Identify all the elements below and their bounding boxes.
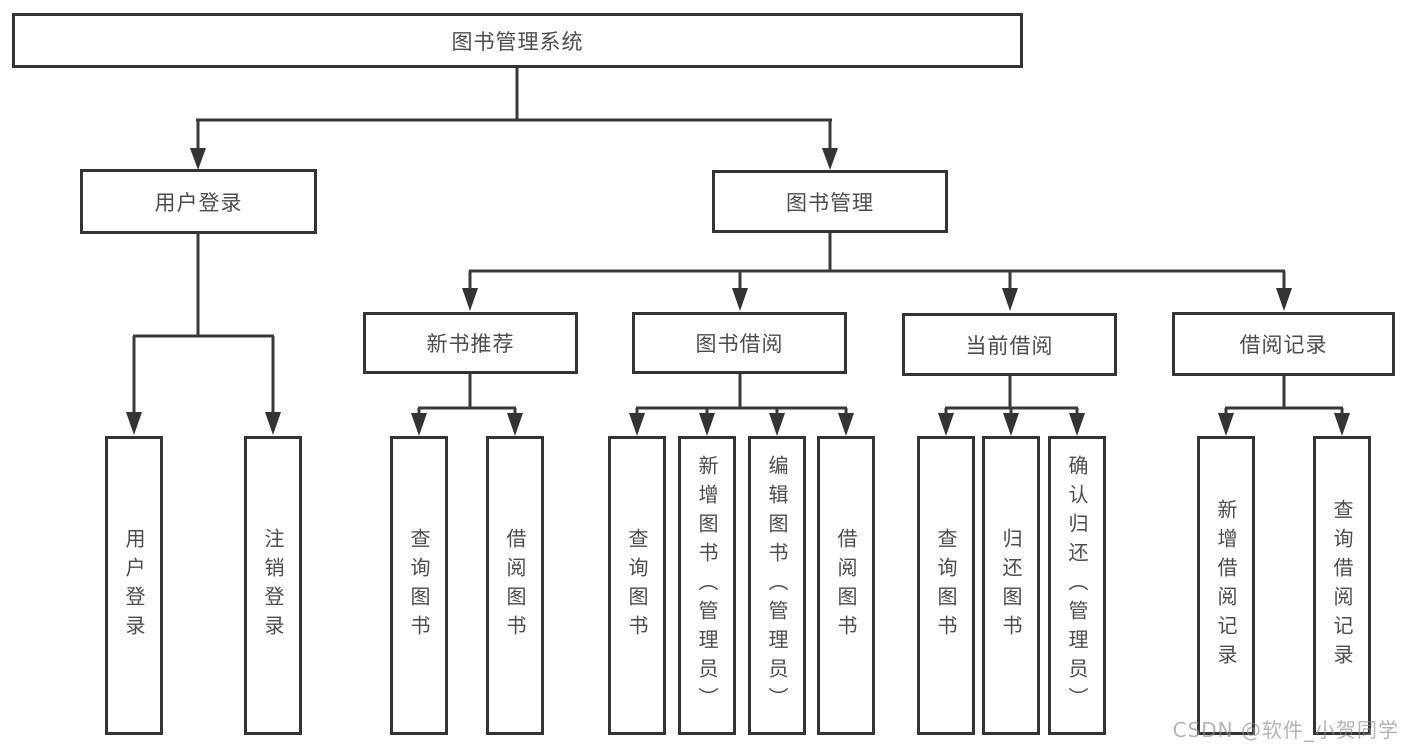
node-leaf-logout: 注销登录 — [244, 436, 302, 735]
connector-current-borrow-children — [938, 376, 1085, 436]
node-leaf-rec-query-books: 查询图书 — [390, 436, 448, 735]
node-book-mgmt: 图书管理 — [712, 170, 948, 233]
node-leaf-br-query-record: 查询借阅记录 — [1313, 436, 1371, 735]
node-current-borrow: 当前借阅 — [902, 313, 1117, 376]
node-leaf-bb-query-books: 查询图书 — [608, 436, 666, 735]
node-user-login: 用户登录 — [80, 169, 317, 234]
node-leaf-user-login: 用户登录 — [105, 436, 163, 735]
connector-root-to-level2 — [190, 68, 838, 170]
connector-book-mgmt-children — [462, 232, 1292, 311]
csdn-watermark: CSDN @软件_小贺同学 — [1172, 718, 1399, 742]
connector-borrow-records-children — [1218, 376, 1350, 436]
node-new-book-rec: 新书推荐 — [363, 312, 578, 374]
connector-new-book-rec-children — [411, 374, 523, 436]
node-leaf-bb-add-books-admin: 新增图书（管理员） — [678, 436, 736, 735]
node-root: 图书管理系统 — [12, 13, 1023, 68]
node-leaf-cb-return-books: 归还图书 — [982, 436, 1040, 735]
node-leaf-bb-borrow-books: 借阅图书 — [817, 436, 875, 735]
connector-book-borrow-children — [629, 374, 854, 436]
node-leaf-cb-query-books: 查询图书 — [917, 436, 975, 735]
node-book-borrow: 图书借阅 — [632, 312, 847, 374]
node-borrow-records: 借阅记录 — [1172, 312, 1395, 376]
connector-user-login-children — [126, 233, 281, 435]
node-leaf-bb-edit-books-admin: 编辑图书（管理员） — [748, 436, 806, 735]
node-leaf-cb-confirm-return-admin: 确认归还（管理员） — [1048, 436, 1106, 735]
node-leaf-br-add-record: 新增借阅记录 — [1197, 436, 1255, 735]
node-leaf-rec-borrow-books: 借阅图书 — [486, 436, 544, 735]
